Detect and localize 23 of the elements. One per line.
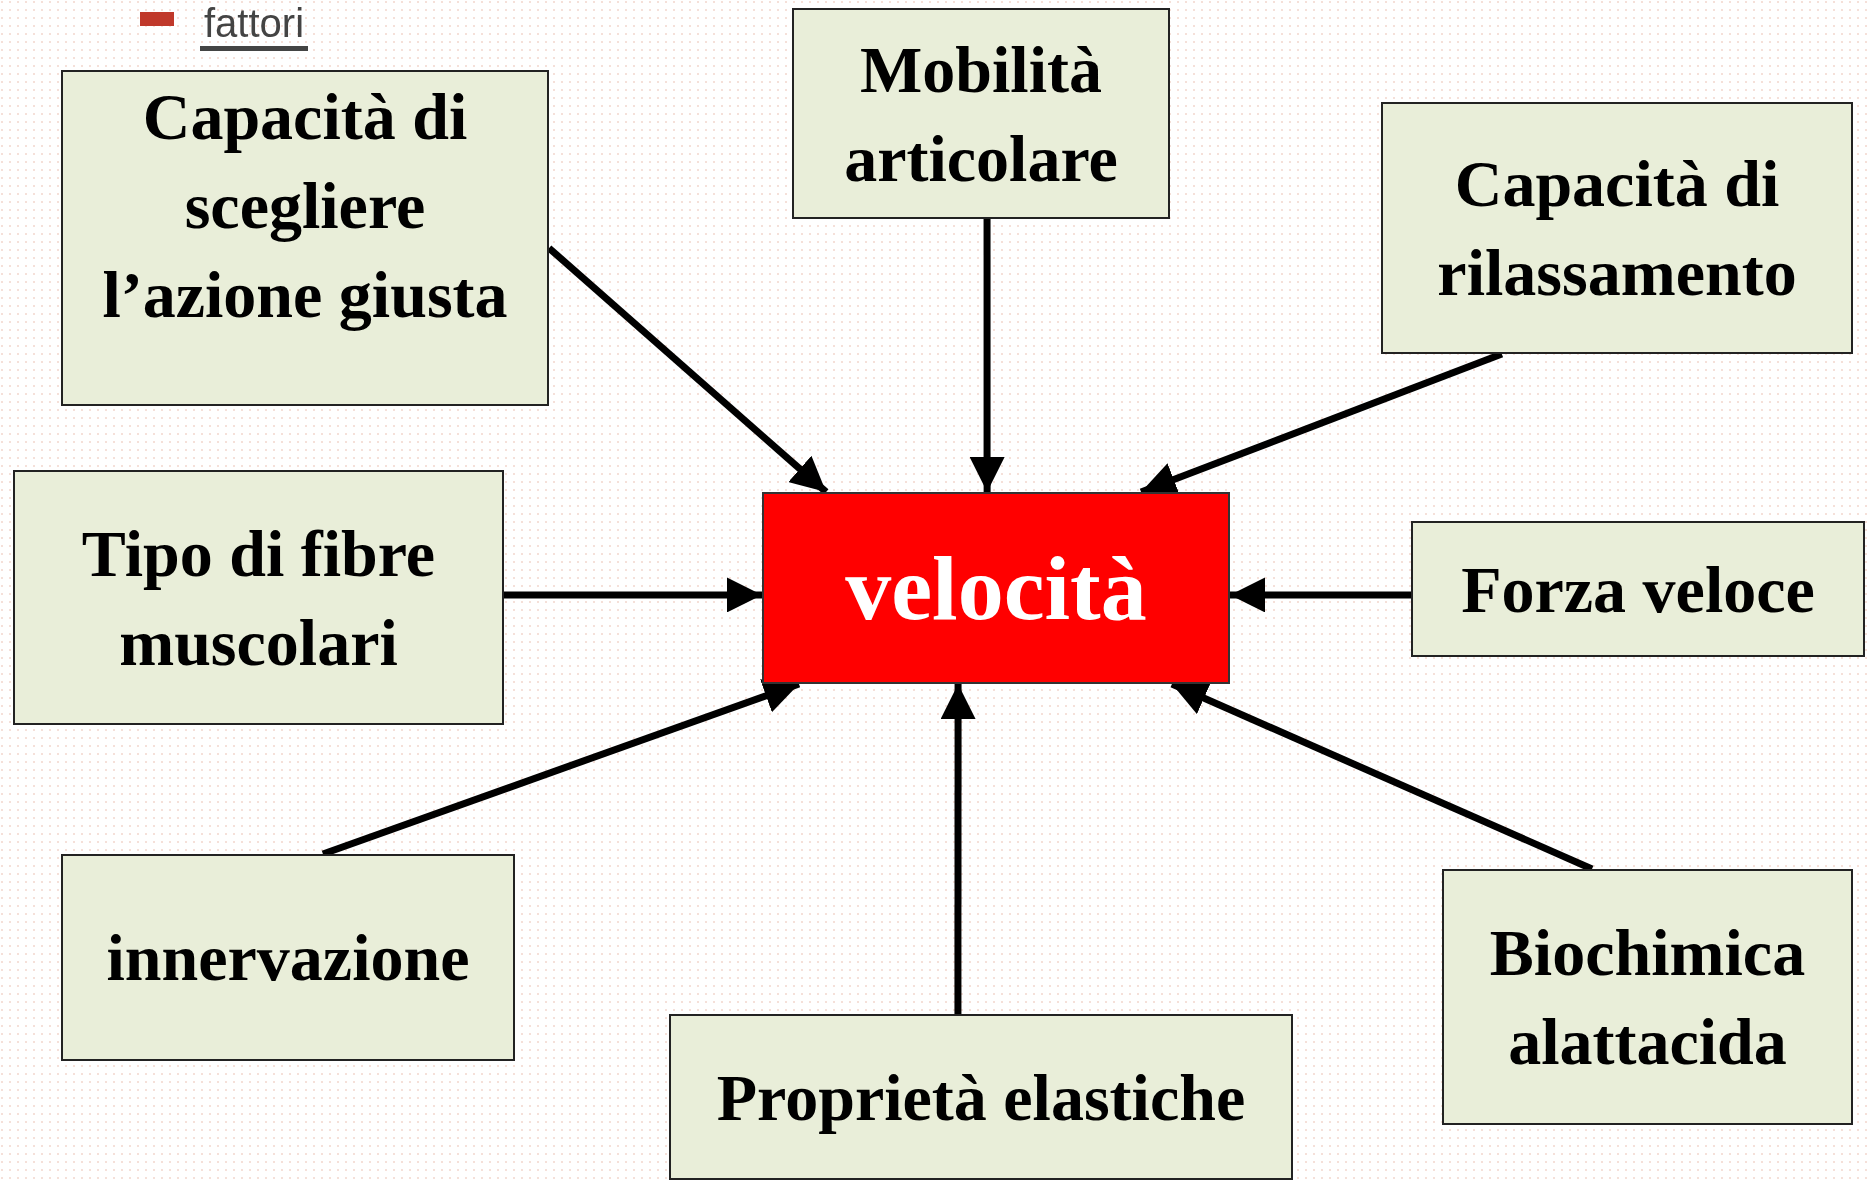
factor-box bbox=[792, 8, 1170, 219]
box-label: velocità bbox=[845, 538, 1147, 638]
factor-box bbox=[669, 1014, 1293, 1180]
arrow bbox=[969, 219, 1005, 492]
box-label: Capacità di scegliere l’azione giusta bbox=[101, 79, 509, 333]
factor-box bbox=[1411, 521, 1865, 657]
factor-box bbox=[1442, 869, 1853, 1125]
central-box bbox=[762, 492, 1230, 684]
box-label: Mobilità articolare bbox=[843, 31, 1119, 197]
box-label: Proprietà elastiche bbox=[716, 1059, 1246, 1136]
box-label: Biochimica alattacida bbox=[1488, 915, 1807, 1080]
box-label: Capacità di rilassamento bbox=[1436, 146, 1798, 311]
box-label: innervazione bbox=[106, 920, 470, 996]
factor-box bbox=[61, 854, 515, 1061]
arrow bbox=[504, 577, 762, 613]
slide-title: fattori bbox=[200, 0, 309, 51]
factor-box bbox=[13, 470, 504, 725]
factor-box bbox=[1381, 102, 1853, 354]
box-label: Forza veloce bbox=[1461, 551, 1815, 628]
factor-box bbox=[61, 70, 549, 406]
box-label: Tipo di fibre muscolari bbox=[80, 515, 437, 681]
arrow bbox=[940, 684, 976, 1014]
arrow bbox=[1230, 577, 1411, 613]
